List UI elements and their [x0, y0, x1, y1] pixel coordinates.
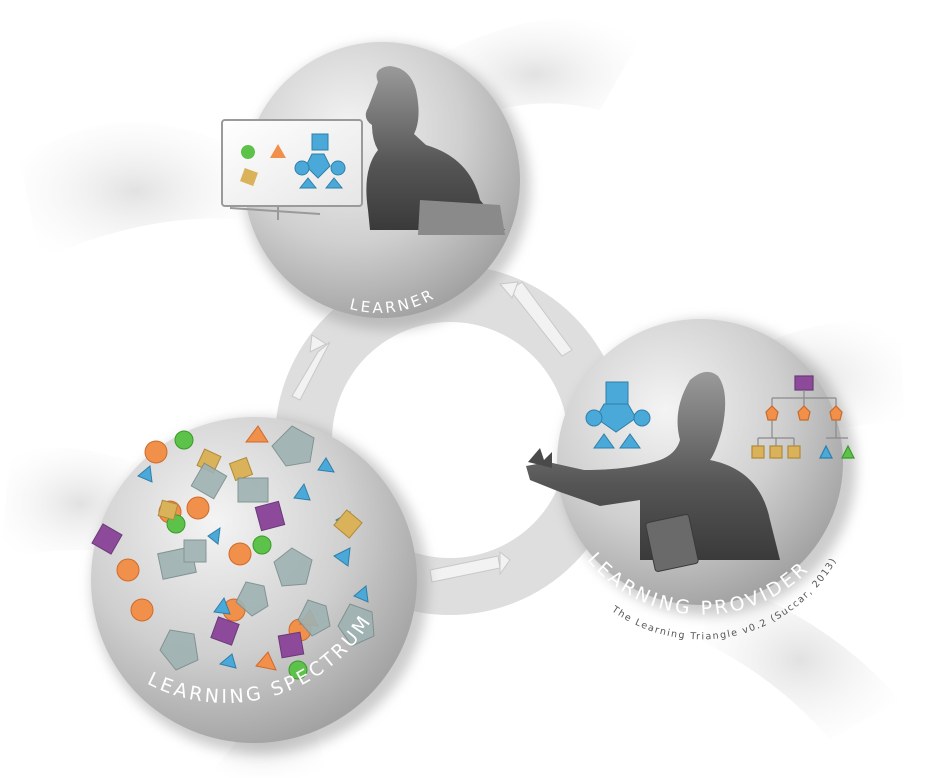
molecule-shape-icon — [294, 133, 346, 189]
cycle-arrows — [291, 281, 573, 583]
learner-screen-icon — [221, 119, 363, 220]
diamond-shape-icon — [240, 168, 258, 186]
triangle-shape-icon — [270, 144, 286, 158]
learner-node: LEARNER — [221, 42, 530, 330]
provider-person-icon — [526, 371, 780, 572]
circle-shape-icon — [241, 145, 255, 159]
org-chart-icon — [751, 375, 855, 459]
learner-person-icon — [365, 66, 505, 235]
arrow-learner-to-spectrum — [291, 334, 331, 401]
provider-molecule-icon — [585, 381, 651, 449]
spectrum-node: LEARNING SPECTRUM — [91, 417, 428, 754]
arrow-provider-to-learner — [499, 281, 573, 357]
scattered-shapes-icon — [91, 425, 375, 680]
arrow-spectrum-to-provider — [429, 550, 511, 583]
